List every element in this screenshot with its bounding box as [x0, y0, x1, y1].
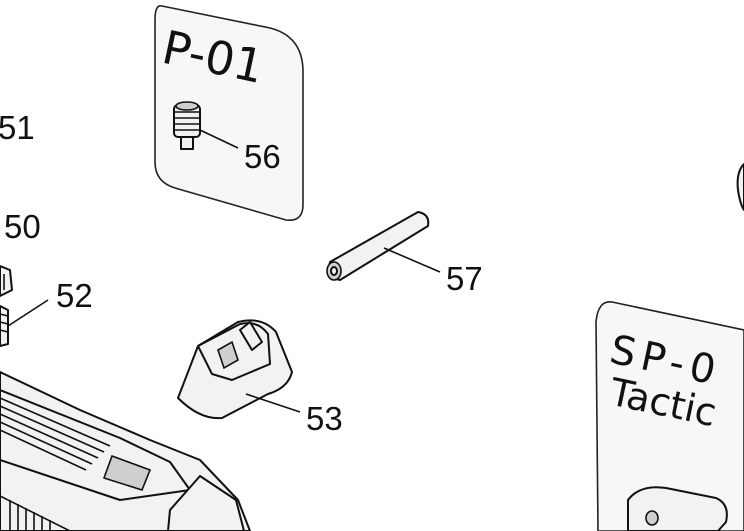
slide-assembly — [0, 371, 251, 531]
callout-57: 57 — [446, 260, 483, 297]
callout-50: 50 — [4, 208, 41, 245]
part-57-pin — [326, 211, 430, 281]
part-53-rear-sight — [177, 319, 293, 420]
leader-53 — [245, 393, 301, 413]
callout-51: 51 — [0, 109, 35, 146]
leader-52 — [7, 299, 49, 327]
callout-53: 53 — [306, 400, 343, 437]
cropped-part-top-right — [736, 163, 744, 211]
callout-52: 52 — [56, 277, 93, 314]
callout-56: 56 — [244, 138, 281, 175]
leader-56 — [199, 129, 239, 149]
leader-57 — [383, 247, 441, 273]
part-52-spring — [0, 305, 9, 347]
part-50-nut — [0, 265, 13, 297]
part-56-set-screw — [173, 101, 201, 150]
sp0-card: SP-0 Tactic — [595, 301, 744, 531]
p01-card: P-01 56 — [154, 4, 304, 222]
